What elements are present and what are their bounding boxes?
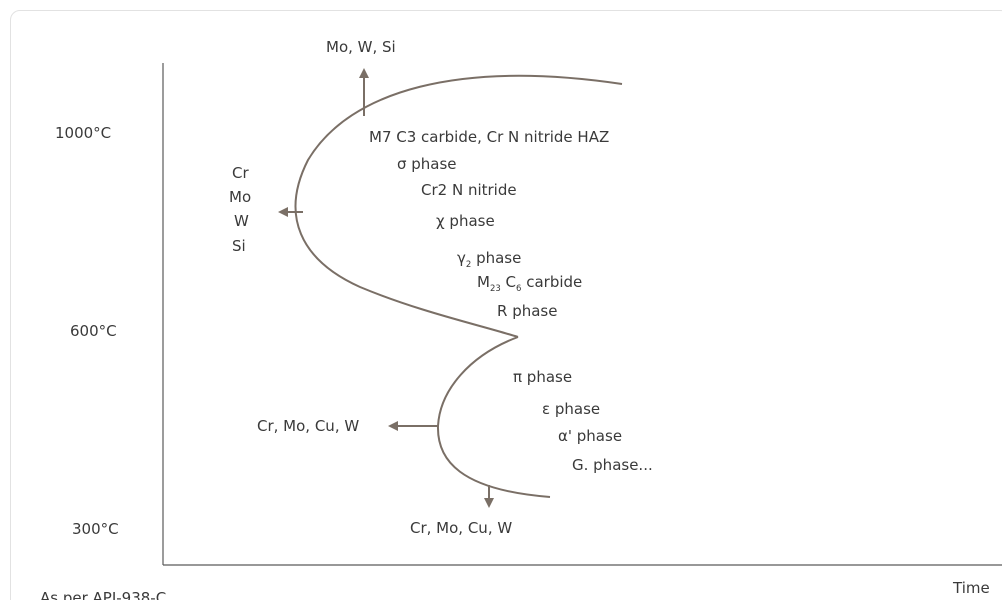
element-label-mo: Mo bbox=[229, 188, 251, 206]
phase-g: G. phase... bbox=[572, 456, 653, 474]
phase-alpha-prime: α' phase bbox=[558, 427, 622, 445]
element-label-w: W bbox=[234, 212, 249, 230]
element-label-bottom: Cr, Mo, Cu, W bbox=[410, 519, 512, 537]
source-caption: As per API-938-C bbox=[40, 589, 166, 600]
element-label-top: Mo, W, Si bbox=[326, 38, 396, 56]
diagram-frame bbox=[10, 10, 1002, 600]
phase-m7c3: M7 C3 carbide, Cr N nitride HAZ bbox=[369, 128, 609, 146]
temp-label-300: 300°C bbox=[72, 520, 119, 538]
phase-gamma2: γ2 phase bbox=[457, 249, 521, 270]
phase-sigma: σ phase bbox=[397, 155, 457, 173]
temp-label-1000: 1000°C bbox=[55, 124, 111, 142]
temp-label-600: 600°C bbox=[70, 322, 117, 340]
phase-pi: π phase bbox=[513, 368, 572, 386]
phase-m23c6: M23 C6 carbide bbox=[477, 273, 582, 294]
phase-r: R phase bbox=[497, 302, 557, 320]
time-axis-label: Time bbox=[952, 579, 990, 597]
upper-c-curve bbox=[294, 74, 623, 338]
phase-epsilon: ε phase bbox=[542, 400, 600, 418]
element-label-si: Si bbox=[232, 237, 246, 255]
element-label-cr: Cr bbox=[232, 164, 249, 182]
element-label-lower-left: Cr, Mo, Cu, W bbox=[257, 417, 359, 435]
phase-chi: χ phase bbox=[436, 212, 495, 230]
lower-c-curve bbox=[436, 336, 551, 498]
phase-cr2n: Cr2 N nitride bbox=[421, 181, 517, 199]
